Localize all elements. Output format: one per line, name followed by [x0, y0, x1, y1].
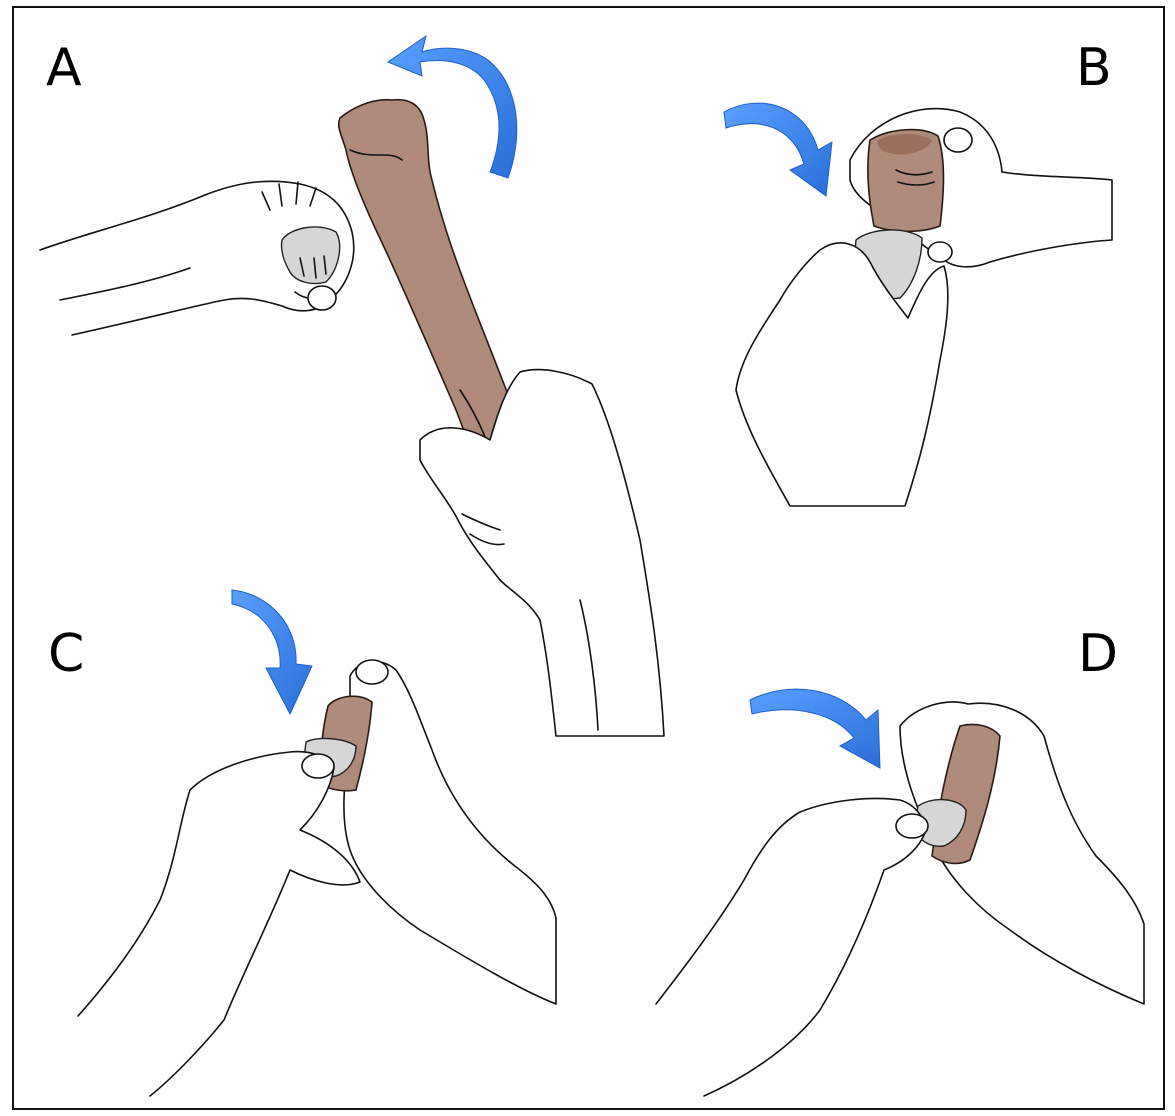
panel-label-c: C — [48, 628, 84, 680]
panel-label-b: B — [1076, 42, 1112, 94]
curved-arrow-icon — [232, 590, 312, 714]
left-hand-c — [78, 752, 360, 1096]
panel-a — [40, 36, 664, 736]
left-hand-d — [656, 799, 926, 1097]
panel-d — [656, 689, 1144, 1096]
curved-arrow-icon — [724, 103, 832, 196]
right-hand-a — [420, 370, 664, 736]
panel-label-a: A — [46, 42, 82, 94]
curved-arrow-icon — [750, 689, 880, 768]
lower-hand-b — [736, 243, 948, 506]
panel-c — [78, 590, 556, 1096]
panel-label-d: D — [1078, 628, 1118, 680]
panel-b — [724, 103, 1112, 506]
right-hand-c — [344, 661, 556, 1004]
